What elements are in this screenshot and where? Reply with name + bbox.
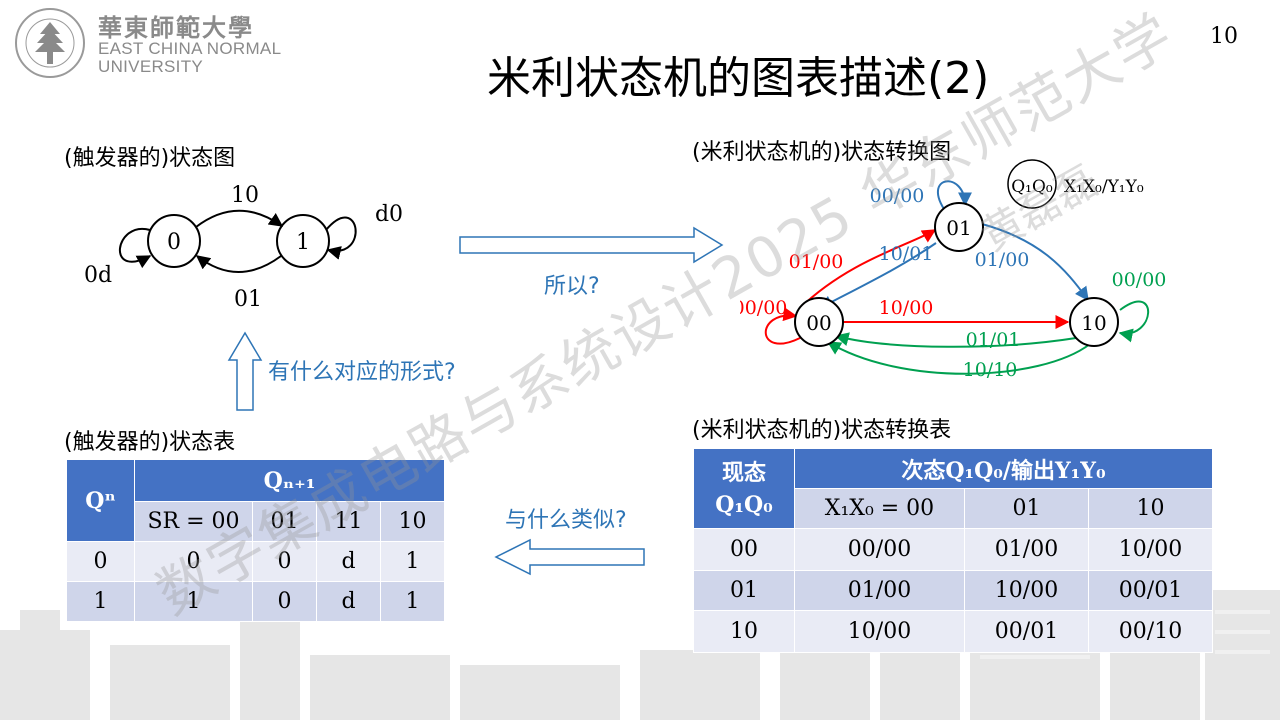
header-next-state-output: 次态Q₁Q₀/输出Y₁Y₀ bbox=[794, 448, 1213, 489]
table-cell: 00/10 bbox=[1088, 610, 1213, 653]
subheader-cell: X₁X₀ = 00 bbox=[794, 488, 965, 529]
mealy-state-00 bbox=[794, 297, 844, 347]
flipflop-diagram-label: (触发器的)状态图 bbox=[64, 146, 236, 171]
svg-text:01/00: 01/00 bbox=[789, 251, 844, 273]
left-arrow-icon bbox=[494, 538, 645, 576]
svg-text:10/00: 10/00 bbox=[879, 297, 934, 319]
svg-text:0: 0 bbox=[167, 230, 181, 255]
self-loop-0 bbox=[118, 227, 152, 269]
table-cell: d bbox=[316, 541, 381, 582]
table-row: 0 0 0 d 1 bbox=[66, 541, 445, 582]
svg-text:10/10: 10/10 bbox=[963, 359, 1018, 381]
table-cell: 10 bbox=[693, 610, 795, 653]
header-qn: Qⁿ bbox=[66, 459, 135, 542]
mealy-state-table: 现态 Q₁Q₀ 次态Q₁Q₀/输出Y₁Y₀ X₁X₀ = 00 01 10 00… bbox=[693, 448, 1213, 653]
svg-text:01: 01 bbox=[946, 216, 971, 240]
table-cell: 01/00 bbox=[794, 570, 965, 611]
university-emblem-icon bbox=[15, 8, 85, 78]
flipflop-state-1 bbox=[276, 214, 330, 268]
table-cell: 10/00 bbox=[1088, 528, 1213, 571]
edge-10-to-00-b bbox=[826, 341, 1091, 375]
table-cell: 0 bbox=[66, 541, 135, 582]
flipflop-state-diagram: 0 1 10 01 0d d0 bbox=[84, 183, 403, 312]
flipflop-state-0 bbox=[147, 214, 201, 268]
svg-text:d0: d0 bbox=[375, 202, 403, 227]
header-qn1: Qₙ₊₁ bbox=[134, 459, 445, 502]
table-cell: 1 bbox=[134, 581, 253, 622]
page-number: 10 bbox=[1210, 24, 1238, 49]
right-arrow-icon bbox=[459, 226, 724, 264]
mealy-state-diagram: Q₁Q₀ X₁X₀/Y₁Y₀ 00 01 10 00/00 00/00 00/0… bbox=[740, 159, 1167, 381]
table-cell: 1 bbox=[380, 541, 445, 582]
self-loop-10 bbox=[1118, 300, 1150, 343]
mealy-state-01 bbox=[934, 202, 984, 252]
table-row: 10 10/00 00/01 00/10 bbox=[693, 610, 1213, 653]
svg-text:10: 10 bbox=[1081, 311, 1106, 335]
mealy-state-10 bbox=[1069, 297, 1119, 347]
table-cell: 00/00 bbox=[794, 528, 965, 571]
table-row: 01 01/00 10/00 00/01 bbox=[693, 570, 1213, 611]
header-current-state-line2: Q₁Q₀ bbox=[715, 491, 773, 518]
table-cell: 1 bbox=[66, 581, 135, 622]
legend-state-circle bbox=[1007, 159, 1057, 209]
svg-text:10: 10 bbox=[231, 183, 259, 208]
svg-text:00: 00 bbox=[806, 311, 831, 335]
edge-0-to-1 bbox=[195, 209, 284, 228]
table-cell: 0 bbox=[252, 541, 317, 582]
svg-text:X₁X₀/Y₁Y₀: X₁X₀/Y₁Y₀ bbox=[1064, 177, 1144, 197]
logo-english-name-line1: EAST CHINA NORMAL bbox=[98, 39, 282, 58]
similar-text: 与什么类似? bbox=[505, 508, 627, 533]
svg-text:00/00: 00/00 bbox=[740, 297, 787, 319]
svg-text:0d: 0d bbox=[84, 263, 112, 288]
table-cell: 10/00 bbox=[794, 610, 965, 653]
svg-text:00/00: 00/00 bbox=[1112, 269, 1167, 291]
table-cell: 0 bbox=[134, 541, 253, 582]
edge-10-to-00-a bbox=[834, 332, 1077, 348]
table-cell: 10/00 bbox=[964, 570, 1089, 611]
subheader-cell: 10 bbox=[380, 501, 445, 542]
svg-text:10/01: 10/01 bbox=[879, 243, 934, 265]
svg-text:01/00: 01/00 bbox=[975, 249, 1030, 271]
table-cell: 1 bbox=[380, 581, 445, 622]
edge-1-to-0 bbox=[195, 255, 282, 273]
table-cell: 00 bbox=[693, 528, 795, 571]
logo-english-name-line2: UNIVERSITY bbox=[98, 57, 204, 76]
header-current-state: 现态 Q₁Q₀ bbox=[693, 448, 795, 529]
campus-skyline-background bbox=[0, 580, 1280, 720]
table-cell: 00/01 bbox=[1088, 570, 1213, 611]
svg-text:00/00: 00/00 bbox=[870, 185, 925, 207]
logo-chinese-name: 華東師範大學 bbox=[98, 13, 254, 42]
slide-title: 米利状态机的图表描述(2) bbox=[487, 53, 990, 104]
self-loop-01 bbox=[937, 180, 972, 213]
mealy-diagram-label: (米利状态机的)状态转换图 bbox=[692, 140, 952, 165]
svg-text:01: 01 bbox=[234, 287, 262, 312]
so-text: 所以? bbox=[544, 274, 600, 299]
edge-01-to-10 bbox=[981, 223, 1089, 302]
table-cell: 01 bbox=[693, 570, 795, 611]
subheader-cell: 01 bbox=[252, 501, 317, 542]
up-arrow-icon bbox=[227, 331, 263, 411]
correspond-text: 有什么对应的形式? bbox=[268, 360, 456, 385]
flipflop-state-table: Qⁿ Qₙ₊₁ SR = 00 01 11 10 0 0 0 d 1 1 1 0… bbox=[66, 459, 445, 622]
table-cell: d bbox=[316, 581, 381, 622]
table-row: 1 1 0 d 1 bbox=[66, 581, 445, 622]
mealy-table-label: (米利状态机的)状态转换表 bbox=[692, 418, 952, 443]
subheader-cell: SR = 00 bbox=[134, 501, 253, 542]
flipflop-table-label: (触发器的)状态表 bbox=[64, 430, 236, 455]
svg-text:1: 1 bbox=[296, 230, 310, 255]
table-cell: 0 bbox=[252, 581, 317, 622]
table-row: 00 00/00 01/00 10/00 bbox=[693, 528, 1213, 571]
header-current-state-line1: 现态 bbox=[721, 459, 766, 486]
subheader-cell: 10 bbox=[1088, 488, 1213, 529]
edge-00-to-01 bbox=[799, 229, 937, 309]
table-cell: 00/01 bbox=[964, 610, 1089, 653]
svg-text:01/01: 01/01 bbox=[966, 329, 1021, 351]
table-cell: 01/00 bbox=[964, 528, 1089, 571]
self-loop-1 bbox=[325, 216, 357, 260]
self-loop-00 bbox=[764, 307, 801, 345]
svg-text:Q₁Q₀: Q₁Q₀ bbox=[1011, 177, 1053, 197]
subheader-cell: 01 bbox=[964, 488, 1089, 529]
subheader-cell: 11 bbox=[316, 501, 381, 542]
